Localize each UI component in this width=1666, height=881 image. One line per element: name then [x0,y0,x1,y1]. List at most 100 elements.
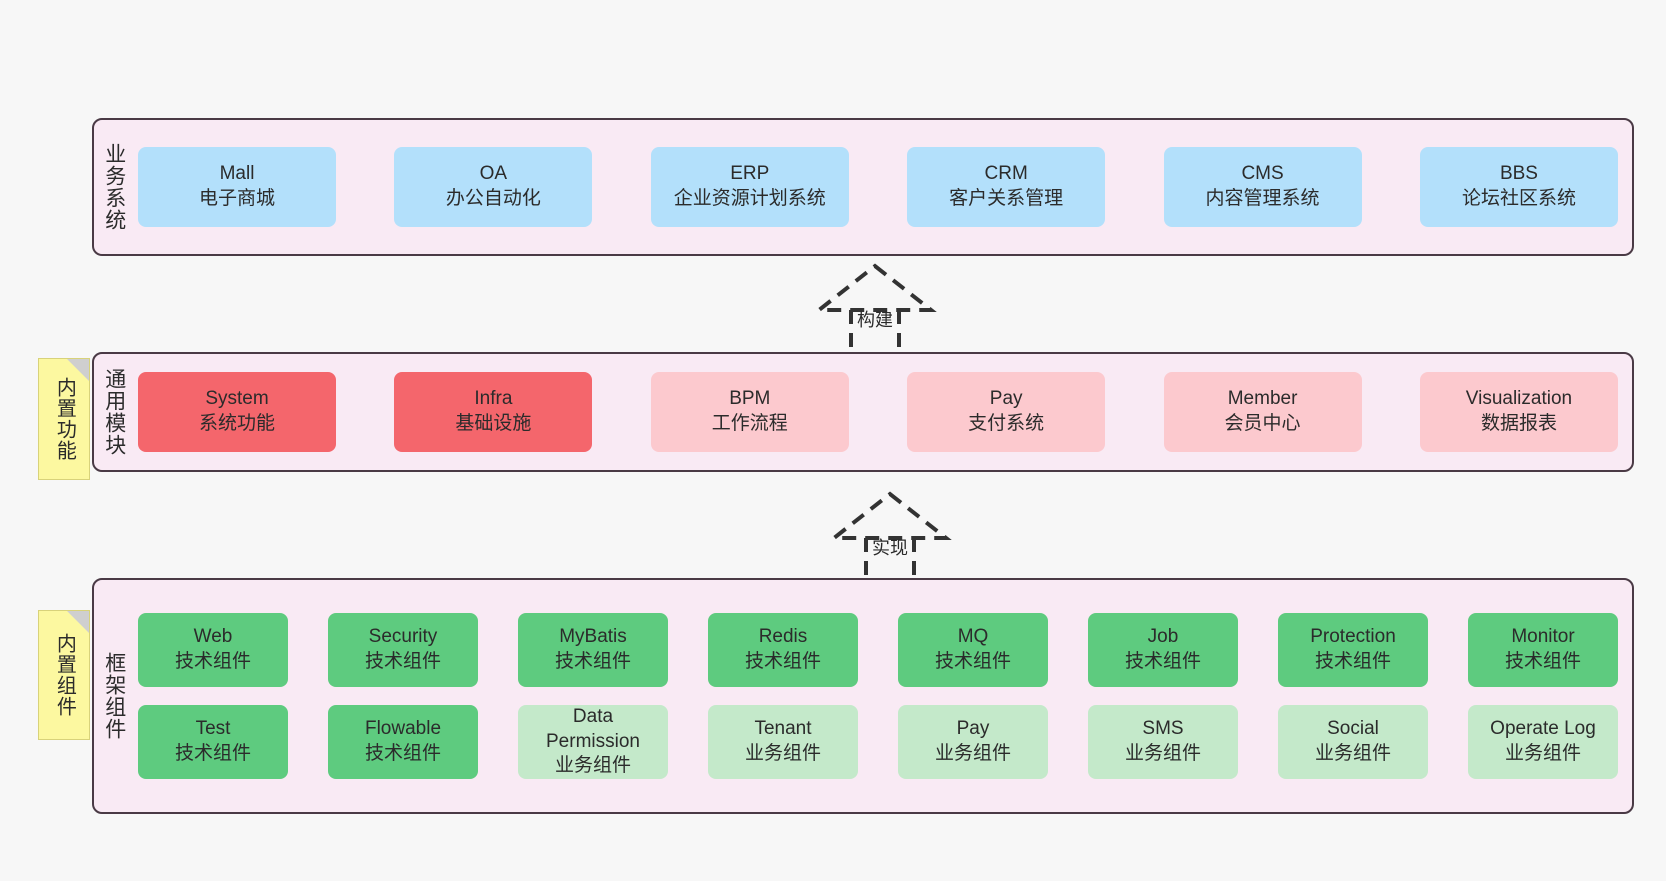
card-subtitle: 技术组件 [1314,651,1391,672]
card-subtitle: 技术组件 [1504,651,1581,672]
card-monitor[interactable]: Monitor 技术组件 [1468,613,1618,687]
card-pay-component[interactable]: Pay 业务组件 [898,705,1048,779]
card-subtitle: 技术组件 [744,651,821,672]
card-title: OA [479,163,508,185]
card-operate-log[interactable]: Operate Log 业务组件 [1468,705,1618,779]
card-subtitle: 论坛社区系统 [1461,188,1576,209]
card-subtitle: 技术组件 [174,743,251,764]
card-title: Pay [956,718,990,740]
card-subtitle: 会员中心 [1224,413,1301,434]
generalization-arrow-icon [813,263,937,362]
card-flowable[interactable]: Flowable 技术组件 [328,705,478,779]
layer-framework-component: 框架组件 Web 技术组件 Security 技术组件 MyBatis 技术组件… [92,578,1634,814]
card-subtitle: 技术组件 [364,743,441,764]
card-bpm[interactable]: BPM 工作流程 [650,372,849,452]
card-sms[interactable]: SMS 业务组件 [1088,705,1238,779]
card-infra[interactable]: Infra 基础设施 [394,372,593,452]
card-subtitle: 技术组件 [174,651,251,672]
note-fold-corner-icon [67,359,89,381]
card-member[interactable]: Member 会员中心 [1163,372,1362,452]
layer-label-business-system: 业务系统 [102,143,126,231]
card-security[interactable]: Security 技术组件 [328,613,478,687]
card-title: Monitor [1511,626,1575,648]
card-system[interactable]: System 系统功能 [138,372,336,452]
card-visualization[interactable]: Visualization 数据报表 [1419,372,1618,452]
card-mq[interactable]: MQ 技术组件 [898,613,1048,687]
card-job[interactable]: Job 技术组件 [1088,613,1238,687]
card-title: Flowable [364,718,442,740]
layer-body-framework-component: Web 技术组件 Security 技术组件 MyBatis 技术组件 Redi… [134,580,1632,812]
card-subtitle: 技术组件 [934,651,1011,672]
card-redis[interactable]: Redis 技术组件 [708,613,858,687]
card-crm[interactable]: CRM 客户关系管理 [907,147,1106,227]
card-title: CRM [984,163,1028,185]
generalization-arrow-icon [828,491,952,590]
card-subtitle: 客户关系管理 [949,188,1064,209]
card-subtitle: 工作流程 [711,413,788,434]
card-title: Redis [758,626,808,648]
card-title: MQ [957,626,989,648]
card-title: SMS [1142,718,1184,740]
card-title: CMS [1241,163,1284,185]
card-pay[interactable]: Pay 支付系统 [907,372,1106,452]
card-subtitle: 业务组件 [1314,743,1391,764]
card-row: System 系统功能 Infra 基础设施 BPM 工作流程 Pay 支付系统… [138,372,1618,452]
note-fold-corner-icon [67,611,89,633]
card-title: Member [1227,388,1298,410]
card-subtitle: 业务组件 [554,755,631,777]
card-data-permission[interactable]: Data Permission 业务组件 [518,705,668,779]
layer-body-business-system: Mall 电子商城 OA 办公自动化 ERP 企业资源计划系统 CRM 客户关系… [134,120,1632,254]
card-title: Visualization [1465,388,1573,410]
card-title: Job [1147,626,1179,648]
card-title: MyBatis [559,626,627,648]
card-title: Protection [1310,626,1396,648]
card-subtitle: 业务组件 [744,743,821,764]
card-subtitle: 内容管理系统 [1205,188,1320,209]
card-subtitle: 企业资源计划系统 [673,188,826,209]
note-builtin-component: 内置组件 [38,610,90,740]
card-subtitle: 业务组件 [1504,743,1581,764]
note-text: 内置组件 [53,633,76,717]
card-title: Infra [474,388,513,410]
card-bbs[interactable]: BBS 论坛社区系统 [1419,147,1618,227]
card-subtitle: 技术组件 [364,651,441,672]
card-web[interactable]: Web 技术组件 [138,613,288,687]
card-row: Web 技术组件 Security 技术组件 MyBatis 技术组件 Redi… [138,613,1618,687]
card-title: Security [368,626,438,648]
card-title: Operate Log [1490,718,1596,740]
card-title: Data Permission [546,705,640,752]
card-title: BBS [1499,163,1538,185]
card-protection[interactable]: Protection 技术组件 [1278,613,1428,687]
card-subtitle: 系统功能 [198,413,275,434]
card-oa[interactable]: OA 办公自动化 [394,147,593,227]
card-subtitle: 电子商城 [198,188,275,209]
card-title: Mall [219,163,255,185]
card-social[interactable]: Social 业务组件 [1278,705,1428,779]
card-cms[interactable]: CMS 内容管理系统 [1163,147,1362,227]
card-subtitle: 业务组件 [1124,743,1201,764]
card-subtitle: 业务组件 [934,743,1011,764]
card-mybatis[interactable]: MyBatis 技术组件 [518,613,668,687]
card-title: Pay [989,388,1023,410]
card-mall[interactable]: Mall 电子商城 [138,147,336,227]
card-test[interactable]: Test 技术组件 [138,705,288,779]
card-title: BPM [729,388,771,410]
card-subtitle: 支付系统 [968,413,1045,434]
card-subtitle: 办公自动化 [445,188,541,209]
card-title: System [205,388,269,410]
layer-label-framework-component: 框架组件 [102,652,126,740]
card-subtitle: 数据报表 [1480,413,1557,434]
layer-label-general-module: 通用模块 [102,368,126,456]
card-tenant[interactable]: Tenant 业务组件 [708,705,858,779]
card-subtitle: 技术组件 [554,651,631,672]
card-subtitle: 技术组件 [1124,651,1201,672]
layer-general-module: 通用模块 System 系统功能 Infra 基础设施 BPM 工作流程 Pay… [92,352,1634,472]
card-title: ERP [730,163,770,185]
card-title: Test [195,718,231,740]
note-text: 内置功能 [53,377,76,461]
card-row: Test 技术组件 Flowable 技术组件 Data Permission … [138,705,1618,779]
card-erp[interactable]: ERP 企业资源计划系统 [650,147,849,227]
card-title: Social [1327,718,1379,740]
card-title: Tenant [754,718,812,740]
note-builtin-function: 内置功能 [38,358,90,480]
